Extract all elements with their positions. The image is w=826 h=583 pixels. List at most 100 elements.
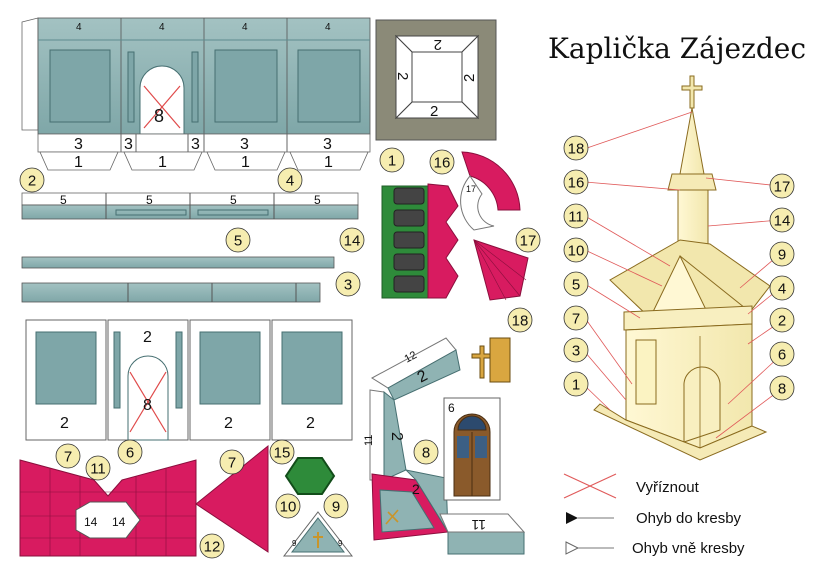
part-badge-circle xyxy=(563,371,589,397)
part-badge-circle xyxy=(219,449,245,475)
part-badge-label: 18 xyxy=(568,141,585,158)
part-badge-3: 3 xyxy=(335,271,361,297)
part-badge-label: 15 xyxy=(274,445,291,462)
legend-fold-in-label: Ohyb do kresby xyxy=(636,510,742,527)
part-badge-circle xyxy=(769,241,795,267)
gable-label: 9 xyxy=(338,539,343,548)
part-badge-16: 16 xyxy=(563,169,589,195)
part-badge-label: 5 xyxy=(572,277,580,294)
wall-bottom-label: 3 xyxy=(74,136,83,153)
part-badge-circle xyxy=(199,533,225,559)
part-badge-17: 17 xyxy=(515,227,541,253)
part-badge-label: 11 xyxy=(90,461,106,478)
wall-bottom-label: 3 xyxy=(323,136,332,153)
part-badge-circle xyxy=(507,307,533,333)
part-badge-circle xyxy=(769,207,795,233)
part-badge-4: 4 xyxy=(277,167,303,193)
part-badge-label: 16 xyxy=(568,175,585,192)
part-badge-2: 2 xyxy=(769,307,795,333)
roof-square-label: 2 xyxy=(461,74,478,82)
part-badge-circle xyxy=(19,167,45,193)
part-badge-circle xyxy=(563,135,589,161)
part-badge-circle xyxy=(275,493,301,519)
wall-top-label: 4 xyxy=(159,22,165,33)
part-badge-15: 15 xyxy=(269,439,295,465)
part-badge-11: 11 xyxy=(85,455,111,481)
part-badge-8: 8 xyxy=(769,375,795,401)
part-badge-label: 7 xyxy=(64,449,72,466)
slant-label: 11 xyxy=(471,517,486,533)
part-badge-label: 14 xyxy=(774,213,791,230)
part-badge-14: 14 xyxy=(339,227,365,253)
roof-side-piece-14 xyxy=(381,183,459,299)
part-badge-label: 14 xyxy=(344,233,361,250)
part-badge-circle xyxy=(769,275,795,301)
part-badge-label: 5 xyxy=(234,233,242,250)
part-badge-circle xyxy=(769,173,795,199)
part-badge-circle xyxy=(339,227,365,253)
part-badge-circle xyxy=(429,149,455,175)
part-badge-8: 8 xyxy=(413,439,439,465)
part-badge-6: 6 xyxy=(117,439,143,465)
part-badge-circle xyxy=(117,439,143,465)
wall-base-label: 1 xyxy=(74,154,83,171)
strip-label: 5 xyxy=(230,193,237,207)
wall-label: 2 xyxy=(143,329,152,346)
part-badge-9: 9 xyxy=(769,241,795,267)
part-badge-1: 1 xyxy=(563,371,589,397)
part-badge-label: 16 xyxy=(434,155,451,172)
part-badge-label: 8 xyxy=(422,445,430,462)
strip-label: 5 xyxy=(60,193,67,207)
page-title: Kaplička Zájezdec xyxy=(548,32,806,65)
wall-base-label: 1 xyxy=(158,154,167,171)
part-badge-label: 3 xyxy=(344,277,352,294)
part-badge-1: 1 xyxy=(379,147,405,173)
part-badge-label: 6 xyxy=(778,347,786,364)
roof-square-label: 2 xyxy=(434,36,442,53)
part-badge-label: 18 xyxy=(512,313,529,330)
part-badge-label: 3 xyxy=(572,343,580,360)
roof-grid-piece-14: 14 14 xyxy=(19,459,197,557)
wall-bottom-label: 3 xyxy=(240,136,249,153)
part-badge-10: 10 xyxy=(275,493,301,519)
door-label: 6 xyxy=(448,401,455,415)
part-badge-label: 17 xyxy=(774,179,791,196)
part-badge-label: 11 xyxy=(568,209,584,226)
part-badge-12: 12 xyxy=(199,533,225,559)
part-badge-5: 5 xyxy=(563,271,589,297)
legend: Vyříznout Ohyb do kresby Ohyb vně kresby xyxy=(563,473,745,557)
chapel-illustration xyxy=(593,75,771,461)
part-badge-18: 18 xyxy=(563,135,589,161)
part-badge-circle xyxy=(769,375,795,401)
slant-label: 11 xyxy=(363,435,375,446)
part-badge-label: 9 xyxy=(332,499,340,516)
part-badge-label: 17 xyxy=(520,233,537,250)
gable-triangle-10: 9 9 xyxy=(282,511,354,557)
part-badge-2: 2 xyxy=(19,167,45,193)
part-badge-18: 18 xyxy=(507,307,533,333)
part-badge-label: 6 xyxy=(126,445,134,462)
roof-grid-label: 14 xyxy=(112,515,126,529)
part-badge-circle xyxy=(413,439,439,465)
part-badge-circle xyxy=(563,203,589,229)
part-badge-circle xyxy=(85,455,111,481)
part-badge-7: 7 xyxy=(219,449,245,475)
slant-label: 12 xyxy=(402,349,418,365)
part-badge-label: 2 xyxy=(778,313,786,330)
tower-label: 17 xyxy=(466,184,476,194)
part-badge-4: 4 xyxy=(769,275,795,301)
part-badge-label: 4 xyxy=(778,281,786,298)
part-badge-label: 2 xyxy=(28,173,36,190)
cornice-strip-5b xyxy=(21,256,335,269)
wall-label: 2 xyxy=(60,415,69,432)
part-badge-circle xyxy=(55,443,81,469)
part-badge-circle xyxy=(225,227,251,253)
slant-label: 2 xyxy=(388,432,405,441)
part-badge-circle xyxy=(269,439,295,465)
part-badge-circle xyxy=(563,337,589,363)
wall-base-label: 1 xyxy=(241,154,250,171)
wall-label: 2 xyxy=(306,415,315,432)
part-badge-label: 8 xyxy=(778,381,786,398)
part-badge-circle xyxy=(563,169,589,195)
